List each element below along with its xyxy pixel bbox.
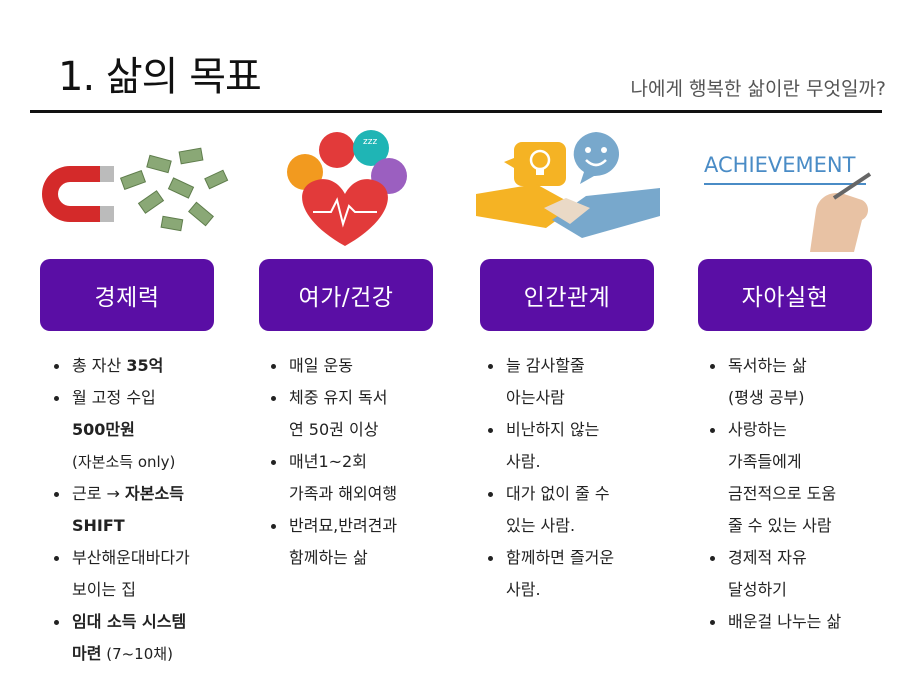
column-economic: 경제력 총 자산 35억 월 고정 수입 500만원 (자본소득 only) 근… [30, 128, 240, 663]
list-item: 사랑하는 가족들에게 금전적으로 도움 줄 수 있는 사람 [708, 414, 841, 542]
title-divider [30, 110, 882, 113]
column-self-actualization: ACHIEVEMENT 자아실현 독서하는 삶 (평생 공부) 사랑하는 가족들… [694, 128, 904, 631]
list-item: 체중 유지 독서 연 50권 이상 [269, 382, 397, 446]
list-item: 함께하면 즐거운 사람. [486, 542, 614, 606]
list-leisure-health: 매일 운동 체중 유지 독서 연 50권 이상 매년1~2회 가족과 해외여행 … [269, 350, 397, 574]
svg-text:ACHIEVEMENT: ACHIEVEMENT [704, 153, 856, 177]
heading-economic: 경제력 [40, 259, 214, 331]
page-title: 1. 삶의 목표 [58, 54, 262, 100]
list-item: 총 자산 35억 [52, 350, 190, 382]
list-self-actualization: 독서하는 삶 (평생 공부) 사랑하는 가족들에게 금전적으로 도움 줄 수 있… [708, 350, 841, 638]
list-item: 경제적 자유 달성하기 [708, 542, 841, 606]
list-relationships: 늘 감사할줄 아는사람 비난하지 않는 사람. 대가 없이 줄 수 있는 사람.… [486, 350, 614, 606]
page-subtitle: 나에게 행복한 삶이란 무엇일까? [630, 78, 886, 100]
handshake-idea-icon [474, 128, 684, 252]
list-item: 부산해운대바다가 보이는 집 [52, 542, 190, 606]
magnet-money-icon [30, 128, 240, 252]
list-item: 반려묘,반려견과 함께하는 삶 [269, 510, 397, 574]
column-leisure-health: zzz 여가/건강 매일 운동 체중 유지 독서 연 50권 이상 매년1~2회… [255, 128, 465, 567]
list-item: 임대 소득 시스템 마련 (7~10채) [52, 606, 190, 670]
list-item: 배운걸 나누는 삶 [708, 606, 841, 638]
list-item: 근로 → 자본소득 SHIFT [52, 478, 190, 542]
health-heart-icon: zzz [255, 128, 465, 252]
achievement-hand-icon: ACHIEVEMENT [694, 128, 904, 252]
svg-text:zzz: zzz [363, 137, 377, 147]
heading-relationships: 인간관계 [480, 259, 654, 331]
heading-leisure-health: 여가/건강 [259, 259, 433, 331]
heading-self-actualization: 자아실현 [698, 259, 872, 331]
list-item: 비난하지 않는 사람. [486, 414, 614, 478]
list-item: 독서하는 삶 (평생 공부) [708, 350, 841, 414]
column-relationships: 인간관계 늘 감사할줄 아는사람 비난하지 않는 사람. 대가 없이 줄 수 있… [474, 128, 684, 599]
list-item: 대가 없이 줄 수 있는 사람. [486, 478, 614, 542]
list-item: 매일 운동 [269, 350, 397, 382]
list-economic: 총 자산 35억 월 고정 수입 500만원 (자본소득 only) 근로 → … [52, 350, 190, 670]
list-item: 월 고정 수입 500만원 (자본소득 only) [52, 382, 190, 478]
list-item: 매년1~2회 가족과 해외여행 [269, 446, 397, 510]
list-item: 늘 감사할줄 아는사람 [486, 350, 614, 414]
